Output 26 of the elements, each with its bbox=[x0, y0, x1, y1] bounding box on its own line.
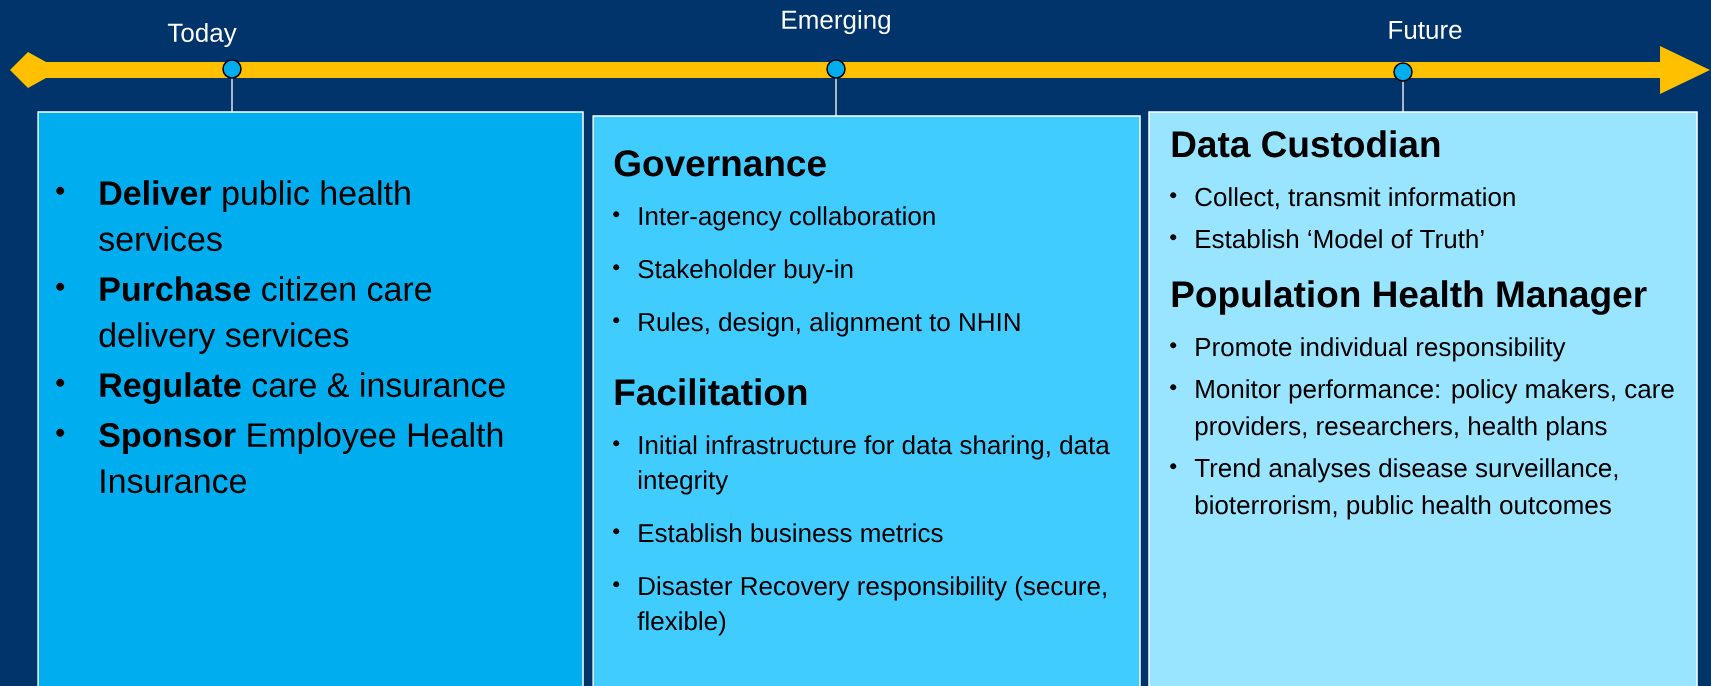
leader-line bbox=[835, 78, 837, 117]
list-item: Monitor performance: policy makers, care providers, researchers, health plans bbox=[1195, 379, 1674, 441]
section-heading: Governance bbox=[614, 150, 826, 177]
list-item: Regulate care & insurance bbox=[100, 372, 505, 405]
section-heading: Data Custodian bbox=[1172, 130, 1440, 158]
list-item: Stakeholder buy-in bbox=[638, 259, 853, 284]
section-heading: Facilitation bbox=[615, 378, 807, 406]
list-item: Promote individual responsibility bbox=[1196, 337, 1566, 362]
list-item: Rules, design, alignment to NHIN bbox=[639, 312, 1020, 337]
list-item: Trend analyses disease surveillance, bioterrorism, public health outcomes bbox=[1194, 458, 1618, 520]
list-item: Sponsor Employee Health Insurance bbox=[99, 422, 503, 494]
timeline-label: Emerging bbox=[782, 9, 890, 35]
column-panel bbox=[1148, 111, 1698, 686]
list-item: Collect, transmit information bbox=[1195, 187, 1515, 210]
leader-line bbox=[231, 78, 233, 113]
list-item: Disaster Recovery responsibility (secure, flexible) bbox=[637, 576, 1106, 636]
list-item: Establish business metrics bbox=[639, 523, 943, 543]
section-heading: Population Health Manager bbox=[1172, 280, 1647, 315]
leader-line bbox=[1402, 81, 1404, 113]
timeline-label: Future bbox=[1389, 20, 1462, 40]
list-item: Inter-agency collaboration bbox=[639, 206, 935, 231]
list-item: Establish ‘Model of Truth’ bbox=[1196, 229, 1484, 249]
column-panel bbox=[592, 115, 1141, 686]
timeline-label: Today bbox=[167, 22, 237, 48]
list-item: Initial infrastructure for data sharing, data integrity bbox=[638, 435, 1110, 495]
column-panel bbox=[37, 111, 584, 686]
